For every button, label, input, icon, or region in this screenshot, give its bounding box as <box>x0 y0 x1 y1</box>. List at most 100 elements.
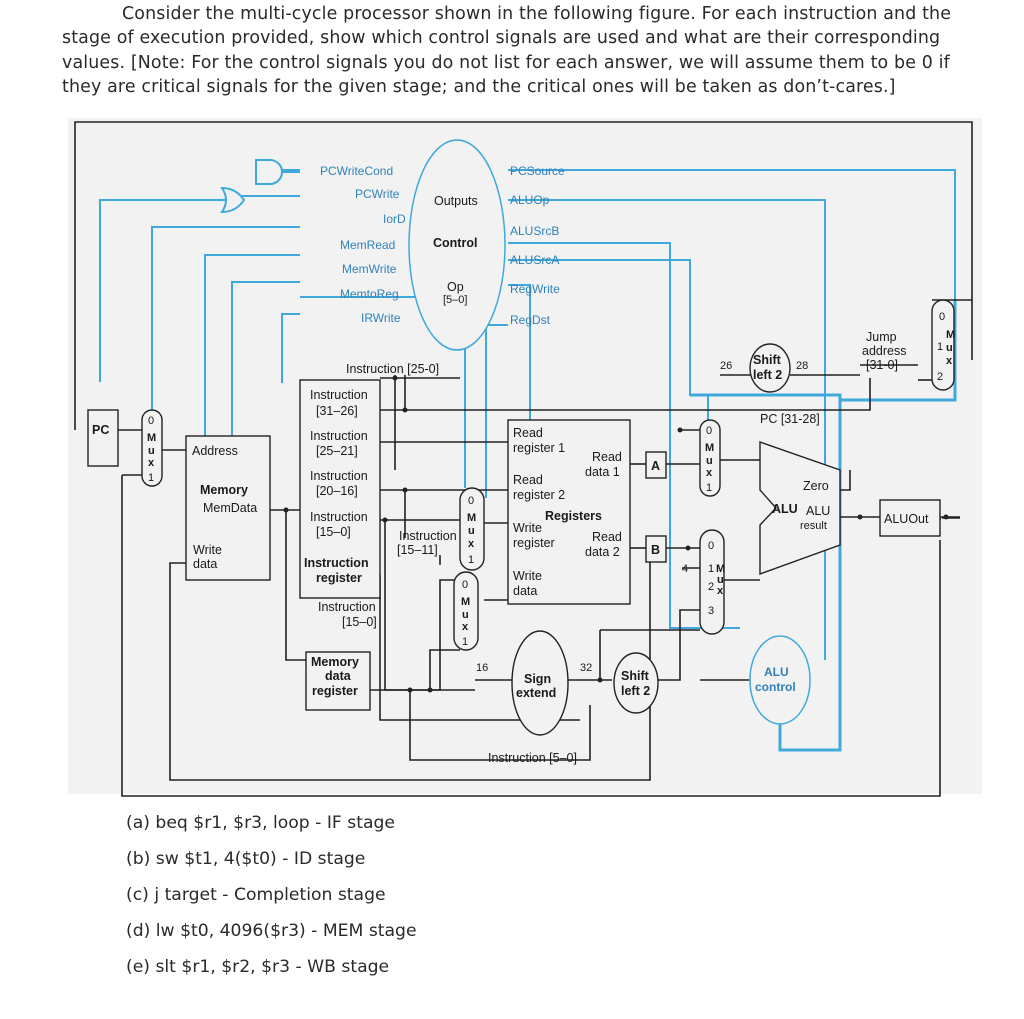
pc-register <box>87 409 119 467</box>
sign-extend-line1: Sign <box>524 672 551 686</box>
bits-16-label: 16 <box>476 662 488 674</box>
signal-iord: IorD <box>383 212 406 226</box>
signal-memwrite: MemWrite <box>342 262 397 276</box>
ir-name-2: register <box>316 571 362 585</box>
mux1-u: u <box>148 445 155 457</box>
instr-15-0-bits: [15–0] <box>342 615 377 629</box>
jump-line2: address <box>862 344 906 358</box>
mux3-x: x <box>462 621 469 633</box>
mux4-in1: 1 <box>706 482 712 494</box>
mux6-in1: 1 <box>937 341 943 353</box>
mdr-line1: Memory <box>311 655 359 669</box>
reg-writedata-sub: data <box>513 584 537 598</box>
mux6-x: x <box>946 355 953 367</box>
pc-label: PC <box>92 423 109 437</box>
mux1-in1: 1 <box>148 472 154 484</box>
shift-left2-upper <box>749 343 791 393</box>
ir-field4-bits: [15–0] <box>316 525 351 539</box>
ir-field1-label: Instruction <box>310 388 368 402</box>
bits-28-label: 28 <box>796 360 808 372</box>
ir-field4-label: Instruction <box>310 510 368 524</box>
mux5-in2: 2 <box>708 581 714 593</box>
jump-line3: [31-0] <box>866 358 898 372</box>
jump-line1: Jump <box>866 330 897 344</box>
mux5-m: M <box>716 563 725 575</box>
pc-31-28-label: PC [31-28] <box>760 412 820 426</box>
bits-32-label: 32 <box>580 662 592 674</box>
iord-mux <box>141 409 163 487</box>
reg-rd2-sub: data 2 <box>585 545 620 559</box>
register-a-label: A <box>651 459 660 473</box>
registers-label: Registers <box>545 509 602 523</box>
mux-labels: 0 M u x 1 0 M u x 1 0 M u x 1 0 M u x 1 … <box>147 311 955 648</box>
reg-read1-label: Read <box>513 426 543 440</box>
ir-name-1: Instruction <box>304 556 369 570</box>
aluout-label: ALUOut <box>884 512 929 526</box>
ir-split-bits: [15–11] <box>397 543 438 557</box>
mux2-m: M <box>467 512 476 524</box>
alusrca-mux <box>699 419 721 497</box>
mux4-in0: 0 <box>706 425 712 437</box>
shift-left2-lower-line2: left 2 <box>621 684 650 698</box>
question-line-2: stage of execution provided, show which … <box>62 28 941 49</box>
constant-four: 4 <box>682 563 688 575</box>
reg-writedata-label: Write <box>513 569 542 583</box>
aluout-register <box>879 499 941 537</box>
mux4-x: x <box>706 467 713 479</box>
mux1-in0: 0 <box>148 415 154 427</box>
part-b: (b) sw $t1, 4($t0) - ID stage <box>126 849 366 869</box>
instruction-register <box>299 379 381 599</box>
mux3-m: M <box>461 596 470 608</box>
signal-pcwrite: PCWrite <box>355 187 400 201</box>
control-unit <box>408 139 506 351</box>
part-e: (e) slt $r1, $r2, $r3 - WB stage <box>126 957 390 977</box>
shift-left2-upper-line2: left 2 <box>753 368 782 382</box>
signal-pcsource: PCSource <box>510 164 565 178</box>
mux6-u: u <box>946 342 953 354</box>
reg-rd2-label: Read <box>592 530 622 544</box>
reg-rd1-label: Read <box>592 450 622 464</box>
mux6-m: M <box>946 329 955 341</box>
reg-read1-sub: register 1 <box>513 441 565 455</box>
signal-regwrite: RegWrite <box>510 282 560 296</box>
part-c: (c) j target - Completion stage <box>126 885 386 905</box>
alusrcb-mux <box>699 529 725 635</box>
reg-rd1-sub: data 1 <box>585 465 620 479</box>
mux5-in3: 3 <box>708 605 714 617</box>
reg-read2-label: Read <box>513 473 543 487</box>
mux3-u: u <box>462 609 469 621</box>
or-gate <box>220 186 246 214</box>
mux1-m: M <box>147 432 156 444</box>
reg-write-sub: register <box>513 536 555 550</box>
alu-control-line1: ALU <box>764 665 789 679</box>
alu-label: ALU <box>772 502 798 516</box>
memory-memdata-label: MemData <box>203 501 257 515</box>
sign-extend-line2: extend <box>516 686 556 700</box>
memory-unit <box>185 435 271 581</box>
mux3-in0: 0 <box>462 579 468 591</box>
control-outputs-label: Outputs <box>434 194 478 208</box>
ir-field3-bits: [20–16] <box>316 484 358 498</box>
mux5-x: x <box>717 585 724 597</box>
pcsource-mux <box>931 299 955 391</box>
register-a <box>645 451 667 479</box>
alu-result-label: ALU <box>806 504 830 518</box>
reg-read2-sub: register 2 <box>513 488 565 502</box>
question-line-4: they are critical signals for the given … <box>62 77 896 98</box>
signal-alusrcb: ALUSrcB <box>510 224 559 238</box>
memory-address-label: Address <box>192 444 238 458</box>
control-wires <box>99 169 957 752</box>
mux2-in0: 0 <box>468 495 474 507</box>
mux1-x: x <box>148 457 155 469</box>
ir-field2-bits: [25–21] <box>316 444 358 458</box>
ir-field2-label: Instruction <box>310 429 368 443</box>
alu-control-unit <box>749 635 811 725</box>
control-label: Control <box>433 236 477 250</box>
control-op-bits: [5–0] <box>443 294 467 306</box>
register-b-label: B <box>651 543 660 557</box>
ir-field3-label: Instruction <box>310 469 368 483</box>
sign-extend-unit <box>511 630 569 736</box>
ir-split-label: Instruction <box>399 529 457 543</box>
memory-data-register <box>305 651 371 711</box>
alu-unit <box>759 441 841 575</box>
